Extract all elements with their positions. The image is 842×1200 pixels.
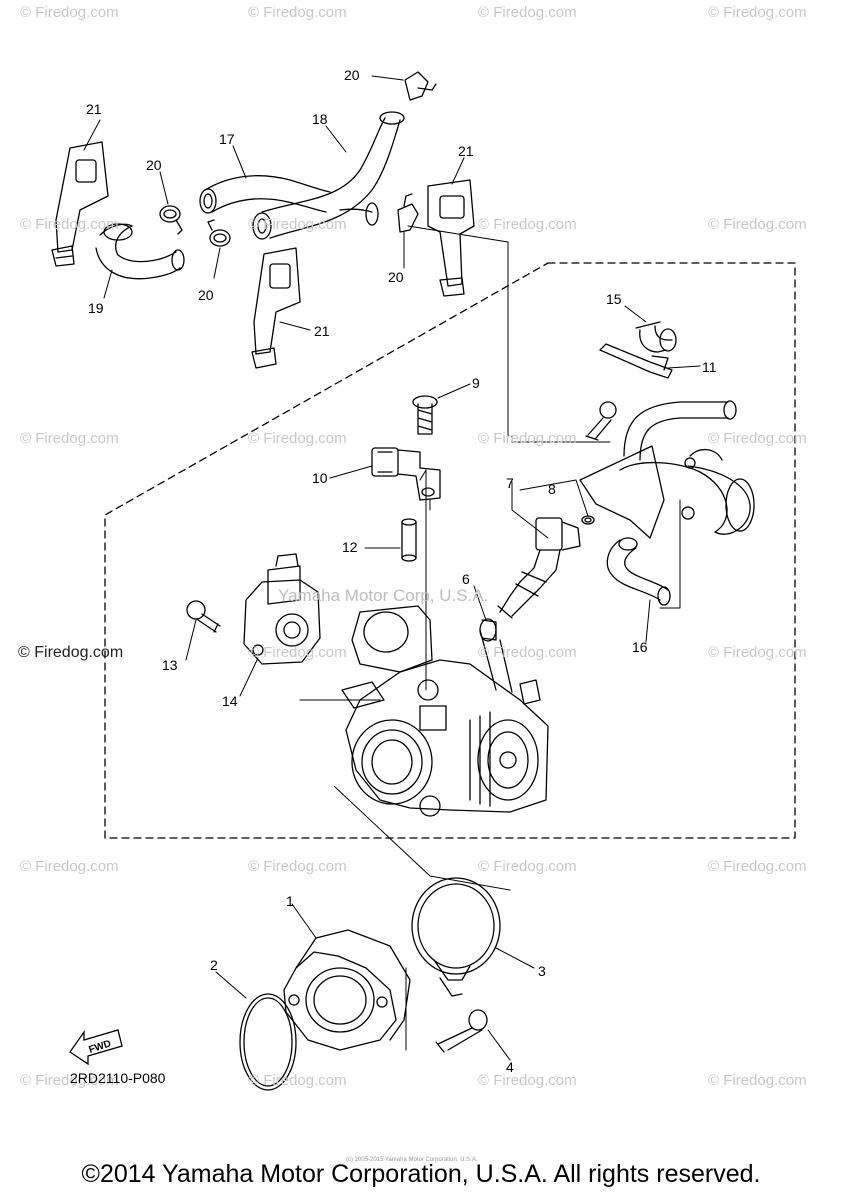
- pipe-bolt: [585, 401, 617, 441]
- watermark: © Firedog.com: [248, 644, 347, 661]
- watermark: © Firedog.com: [478, 858, 577, 875]
- watermark: © Firedog.com: [248, 1072, 347, 1089]
- callout-15: 15: [606, 291, 622, 307]
- watermark: © Firedog.com: [248, 858, 347, 875]
- bracket-11: [599, 343, 673, 379]
- callout-20: 20: [146, 157, 162, 173]
- watermark: © Firedog.com: [478, 4, 577, 21]
- fuel-injector-7: [497, 517, 581, 619]
- callout-12: 12: [342, 539, 358, 555]
- watermark: © Firedog.com: [708, 4, 807, 21]
- callout-11: 11: [702, 359, 717, 375]
- hose-19: [95, 223, 185, 280]
- watermark: © Firedog.com: [708, 858, 807, 875]
- fwd-arrow-icon: FWD: [69, 1029, 123, 1066]
- clamp-20-top: [404, 71, 437, 101]
- callout-14: 14: [222, 693, 238, 709]
- callout-9: 9: [472, 375, 480, 391]
- clamp-20-right: [397, 193, 419, 233]
- watermark: © Firedog.com: [248, 216, 347, 233]
- bracket-21-bottom: [251, 247, 301, 369]
- clamp-20-left: [159, 205, 183, 235]
- callout-2: 2: [210, 957, 218, 973]
- watermark: © Firedog.com: [708, 644, 807, 661]
- o-ring-2: [239, 993, 297, 1091]
- watermark: © Firedog.com: [20, 216, 119, 233]
- watermark: © Firedog.com: [478, 1072, 577, 1089]
- hose-15: [635, 321, 677, 353]
- hose-16: [606, 537, 671, 606]
- throttle-position-sensor-14: [243, 553, 321, 665]
- clamp-20-mid: [207, 219, 231, 247]
- watermark: © Firedog.com: [248, 430, 347, 447]
- intake-joint-1: [283, 929, 411, 1051]
- callout-1: 1: [286, 893, 294, 909]
- callout-21: 21: [314, 323, 330, 339]
- screw-13: [186, 600, 221, 633]
- watermark: © Firedog.com: [708, 216, 807, 233]
- callout-20: 20: [198, 287, 214, 303]
- watermark: © Firedog.com: [20, 1072, 119, 1089]
- watermark: © Firedog.com: [18, 644, 124, 661]
- watermark: © Firedog.com: [20, 858, 119, 875]
- screw-9: [412, 395, 438, 435]
- callout-21: 21: [458, 143, 474, 159]
- callout-6: 6: [462, 571, 470, 587]
- air-pipe-assembly: [579, 400, 755, 539]
- hose-18: [252, 111, 405, 240]
- leader-lines: [83, 75, 701, 1061]
- callout-10: 10: [312, 470, 328, 486]
- bracket-21-right: [427, 179, 475, 297]
- callout-8: 8: [548, 481, 556, 497]
- callout-7: 7: [506, 475, 514, 491]
- watermark: © Firedog.com: [20, 4, 119, 21]
- callout-3: 3: [538, 963, 546, 979]
- callout-21: 21: [86, 101, 102, 117]
- diagram-code: 2RD2110-P080: [70, 1070, 166, 1086]
- hose-17: [199, 175, 331, 214]
- o-ring-8: [581, 515, 595, 525]
- clamp-3: [411, 877, 501, 997]
- watermark: © Firedog.com: [708, 430, 807, 447]
- tiny-notice: (c) 2005-2015 Yamaha Motor Corporation, …: [346, 1157, 478, 1163]
- center-watermark: Yamaha Motor Corp, U.S.A.: [278, 586, 489, 605]
- callout-13: 13: [162, 657, 178, 673]
- bracket-21-left: [51, 141, 109, 267]
- callout-20: 20: [388, 269, 404, 285]
- copyright-footer: ©2014 Yamaha Motor Corporation, U.S.A. A…: [81, 1160, 761, 1188]
- throttle-body: [341, 605, 549, 817]
- bolt-4: [435, 1009, 488, 1053]
- callout-18: 18: [312, 111, 328, 127]
- callout-17: 17: [219, 131, 235, 147]
- watermark: © Firedog.com: [478, 644, 577, 661]
- callout-19: 19: [88, 300, 104, 316]
- watermark: © Firedog.com: [20, 430, 119, 447]
- watermark: © Firedog.com: [248, 4, 347, 21]
- callout-20: 20: [344, 67, 360, 83]
- sensor-10: [371, 447, 441, 501]
- callout-16: 16: [632, 639, 648, 655]
- watermark: © Firedog.com: [478, 216, 577, 233]
- callout-4: 4: [506, 1059, 514, 1075]
- assembly-boundary: [104, 262, 796, 839]
- spacer-12: [401, 518, 417, 562]
- watermark: © Firedog.com: [478, 430, 577, 447]
- watermark: © Firedog.com: [708, 1072, 807, 1089]
